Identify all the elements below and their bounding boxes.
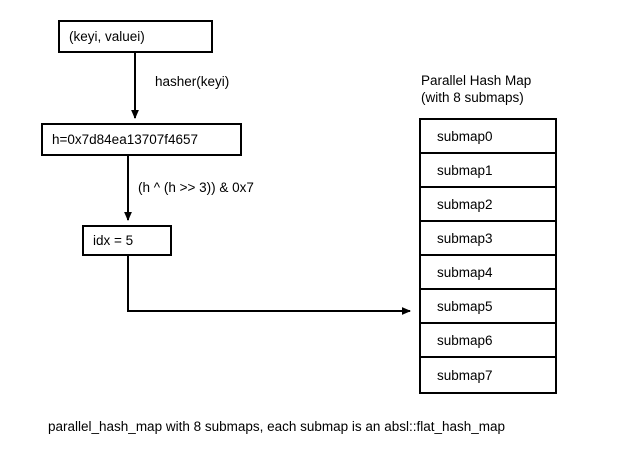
- submap-row-label: submap3: [437, 230, 493, 246]
- submap-row: submap1: [421, 154, 555, 188]
- submap-row: submap3: [421, 222, 555, 256]
- submap-row-label: submap2: [437, 196, 493, 212]
- submap-row-label: submap5: [437, 298, 493, 314]
- submap-row-label: submap6: [437, 332, 493, 348]
- key-value-label: (keyi, valuei): [69, 29, 145, 44]
- mix-mask-edge-label: (h ^ (h >> 3)) & 0x7: [138, 180, 254, 195]
- index-box: idx = 5: [82, 225, 172, 256]
- submap-row-target: submap5: [421, 290, 555, 324]
- submap-table: submap0 submap1 submap2 submap3 submap4 …: [419, 118, 557, 394]
- submap-row: submap7: [421, 358, 555, 392]
- hasher-edge-label: hasher(keyi): [155, 74, 230, 89]
- key-value-box: (keyi, valuei): [58, 20, 213, 53]
- submap-row: submap4: [421, 256, 555, 290]
- index-label: idx = 5: [93, 233, 134, 248]
- submap-row-label: submap1: [437, 162, 493, 178]
- submap-row: submap0: [421, 120, 555, 154]
- arrow-index-to-submap5: [127, 256, 411, 315]
- submap-row: submap6: [421, 324, 555, 358]
- hash-value-label: h=0x7d84ea13707f4657: [52, 132, 199, 147]
- submap-row: submap2: [421, 188, 555, 222]
- submap-row-label: submap7: [437, 367, 493, 383]
- parallel-hash-map-title-line2: (with 8 submaps): [421, 90, 524, 105]
- parallel-hash-map-title: Parallel Hash Map (with 8 submaps): [421, 72, 531, 106]
- hash-value-box: h=0x7d84ea13707f4657: [41, 123, 242, 156]
- submap-row-label: submap4: [437, 264, 493, 280]
- diagram-caption: parallel_hash_map with 8 submaps, each s…: [48, 419, 506, 434]
- submap-row-label: submap0: [437, 128, 493, 144]
- parallel-hash-map-title-line1: Parallel Hash Map: [421, 73, 532, 88]
